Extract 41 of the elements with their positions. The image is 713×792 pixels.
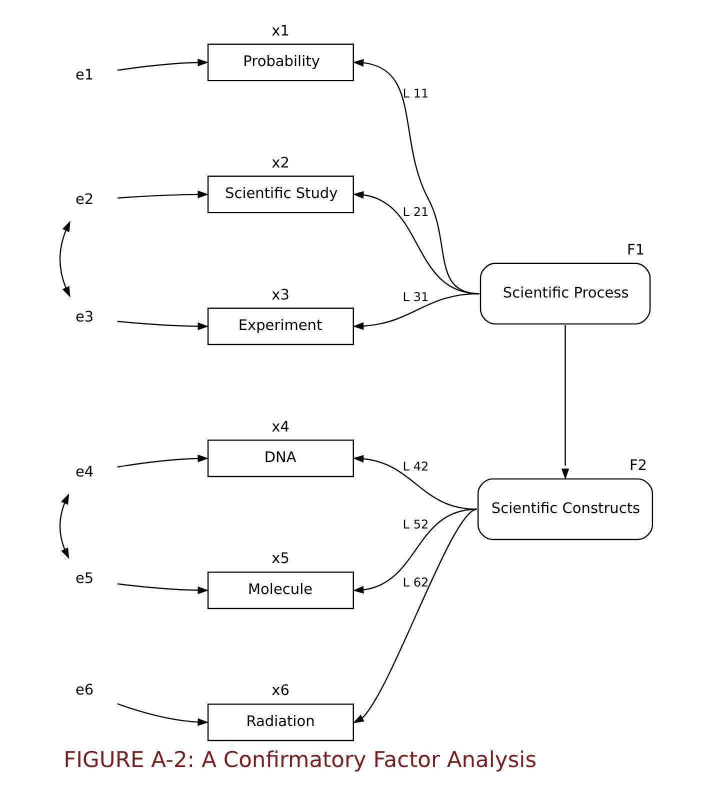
node-label: x1: [271, 23, 289, 40]
edge-label: L 42: [402, 459, 428, 474]
arrow: [560, 325, 569, 480]
edge-label: L 62: [402, 576, 428, 590]
node-label: x4: [271, 419, 289, 436]
node-text: e6: [74, 682, 94, 699]
arrow: [58, 493, 69, 560]
node-text: e1: [74, 67, 94, 84]
node-label: x6: [271, 683, 289, 700]
arrow: [352, 508, 476, 594]
node-box: Scientific Process: [479, 262, 650, 325]
arrow: [58, 220, 70, 298]
node-label: x5: [271, 551, 289, 568]
node-box: Probability: [206, 44, 354, 82]
arrow: [117, 320, 208, 330]
node-box: DNA: [206, 440, 354, 478]
node-box: Experiment: [206, 308, 354, 346]
arrow: [352, 508, 477, 724]
edge-label: L 21: [402, 205, 428, 220]
arrow: [116, 583, 208, 594]
node-text: e3: [74, 310, 94, 326]
arrow: [116, 58, 208, 71]
arrow: [116, 703, 208, 726]
edge-label: L 11: [402, 86, 428, 101]
node-text: e5: [74, 571, 94, 588]
node-box: Scientific Study: [206, 176, 354, 214]
arrow: [117, 190, 208, 199]
edge-label: L 31: [402, 290, 428, 304]
node-label: F1: [626, 242, 644, 258]
arrow: [116, 454, 208, 468]
node-box: Scientific Constructs: [477, 478, 653, 540]
node-box: Molecule: [206, 572, 354, 610]
node-text: e2: [74, 192, 94, 208]
node-label: x3: [271, 287, 289, 304]
node-label: F2: [628, 458, 647, 474]
edge-label: L 52: [402, 518, 428, 532]
node-box: Radiation: [206, 704, 354, 742]
node-text: e4: [74, 464, 94, 481]
node-label: x2: [271, 155, 289, 172]
caption: FIGURE A-2: A Confirmatory Factor Analysis: [63, 748, 536, 774]
arrow: [352, 293, 479, 330]
